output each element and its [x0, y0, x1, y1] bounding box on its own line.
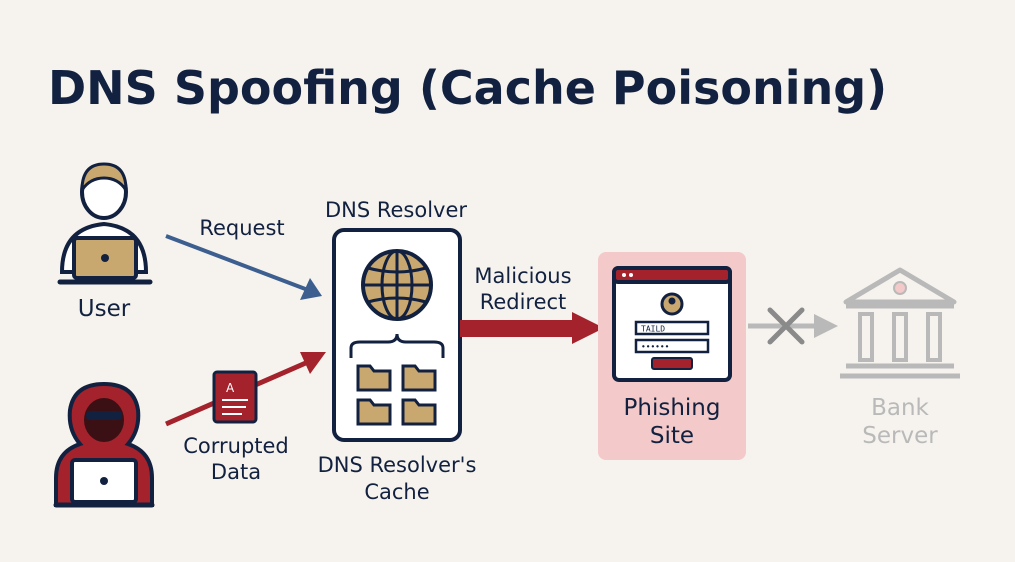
page-title: DNS Spoofing (Cache Poisoning) [48, 61, 887, 115]
svg-text:A: A [226, 381, 235, 395]
phishing-login-window-icon: TAILD •••••• [612, 266, 732, 382]
server-label: Server [862, 423, 938, 449]
hooded-hacker-icon [53, 381, 155, 508]
globe-icon [361, 249, 433, 321]
cache-label-line2: Cache [364, 480, 429, 504]
malicious-redirect-arrow [460, 320, 576, 337]
data-label: Data [211, 460, 261, 484]
cache-bracket [349, 333, 445, 358]
dns-resolver-label: DNS Resolver [325, 198, 467, 222]
redirect-label: Redirect [480, 290, 567, 314]
phishing-label: Phishing [624, 395, 721, 421]
bank-building-icon [840, 267, 960, 379]
user-label: User [78, 296, 131, 322]
svg-text:••••••: •••••• [641, 343, 669, 352]
folder-icon [356, 364, 437, 426]
x-mark-icon [767, 307, 805, 345]
bank-label: Bank [871, 395, 929, 421]
user-laptop-icon [57, 162, 153, 285]
request-label: Request [199, 216, 284, 240]
corrupted-label: Corrupted [183, 434, 289, 458]
cache-label-line1: DNS Resolver's [318, 453, 477, 477]
svg-text:TAILD: TAILD [641, 325, 665, 334]
request-arrow [165, 234, 309, 292]
site-label: Site [650, 423, 694, 449]
corrupted-document-icon: A [212, 370, 258, 424]
malicious-label: Malicious [474, 264, 571, 288]
